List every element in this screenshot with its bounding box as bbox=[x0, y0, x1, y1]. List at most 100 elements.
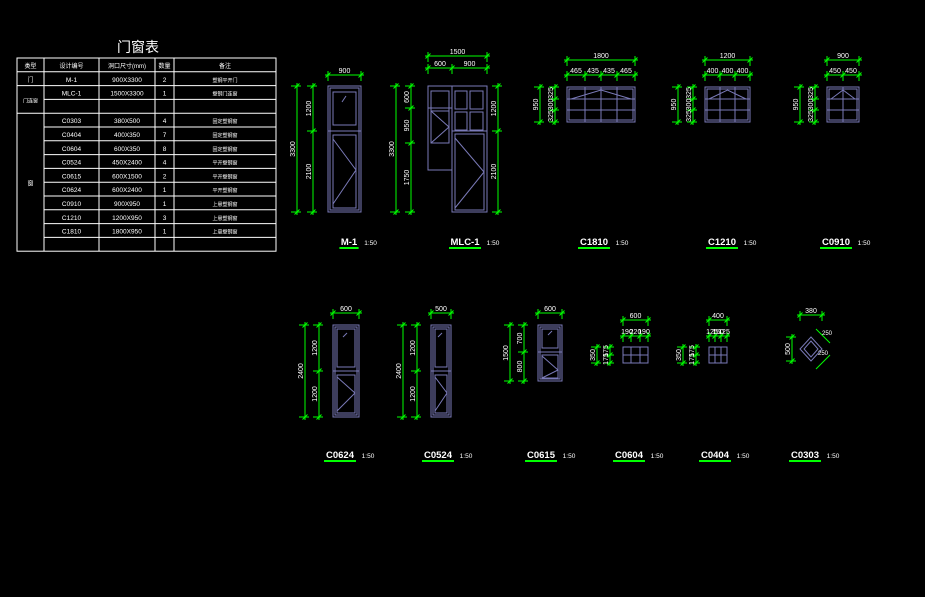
table-cell-size: 600X2400 bbox=[112, 187, 142, 194]
dim-tick bbox=[594, 360, 600, 366]
elevation-code: C0604 bbox=[615, 450, 644, 461]
dim-tick bbox=[812, 96, 818, 102]
table-cell-note: 固定塑钢窗 bbox=[212, 132, 237, 139]
dim-tick bbox=[408, 209, 414, 215]
dim-tick bbox=[393, 209, 399, 215]
dim-text: 175 bbox=[689, 345, 696, 357]
window-frame-inner bbox=[539, 326, 561, 380]
table-cell-qty: 1 bbox=[163, 201, 167, 208]
door-leaf bbox=[454, 133, 485, 211]
table-cell-size: 450X2400 bbox=[112, 160, 142, 167]
dim-tick bbox=[358, 72, 364, 78]
table-cell-note: 平开塑钢窗 bbox=[212, 173, 237, 180]
dim-tick bbox=[310, 83, 316, 89]
dim-text: 325 bbox=[686, 110, 693, 122]
dim-text: 150 bbox=[712, 329, 724, 336]
dim-tick bbox=[680, 360, 686, 366]
dim-tick bbox=[400, 322, 406, 328]
table-cell-qty: 1 bbox=[163, 229, 167, 236]
table-cell-note: 平开塑钢窗 bbox=[212, 187, 237, 194]
dim-tick bbox=[356, 310, 362, 316]
dim-tick bbox=[428, 310, 434, 316]
dim-text: 600 bbox=[630, 313, 642, 320]
dim-text: 435 bbox=[587, 68, 599, 75]
dim-text: 1500 bbox=[503, 345, 510, 361]
dim-tick bbox=[620, 333, 626, 339]
opening-symbol bbox=[430, 110, 450, 144]
dim-tick bbox=[632, 72, 638, 78]
glass-panel bbox=[332, 91, 357, 126]
dim-tick bbox=[797, 312, 803, 318]
dim-tick bbox=[495, 128, 501, 134]
table-cell-size: 900X3300 bbox=[112, 77, 142, 84]
dim-tick bbox=[732, 72, 738, 78]
glass-mark bbox=[341, 95, 347, 103]
dim-text: 300 bbox=[548, 99, 555, 111]
dim-tick bbox=[425, 65, 431, 71]
opening-symbol bbox=[332, 138, 357, 205]
dim-tick bbox=[408, 140, 414, 146]
table-cell-code: C0910 bbox=[62, 201, 82, 208]
dim-tick bbox=[414, 368, 420, 374]
elevation-code: C1810 bbox=[580, 237, 608, 248]
table-cell-qty: 7 bbox=[163, 132, 167, 139]
glass-pane bbox=[469, 111, 484, 131]
dim-tick bbox=[325, 72, 331, 78]
dim-text: 1200 bbox=[312, 340, 319, 356]
table-cell-note: 固定塑钢窗 bbox=[212, 118, 237, 125]
table-header-cell: 类型 bbox=[24, 62, 36, 70]
dim-tick bbox=[706, 317, 712, 323]
table-cell-size: 1800X950 bbox=[112, 229, 142, 236]
dim-tick bbox=[690, 96, 696, 102]
dim-tick bbox=[718, 333, 724, 339]
dim-tick bbox=[448, 310, 454, 316]
dim-tick bbox=[724, 333, 730, 339]
table-cell-size: 600X350 bbox=[114, 146, 140, 153]
dim-tick bbox=[537, 84, 543, 90]
table-cell-size: 1500X3300 bbox=[110, 91, 144, 98]
dim-tick bbox=[632, 57, 638, 63]
dim-tick bbox=[789, 358, 795, 364]
dim-tick bbox=[408, 83, 414, 89]
dim-text: 600 bbox=[434, 61, 446, 68]
dim-text: 600 bbox=[404, 91, 411, 103]
sash bbox=[434, 374, 448, 414]
dim-text: 2100 bbox=[491, 164, 498, 180]
glass-panel bbox=[541, 328, 559, 349]
sash bbox=[541, 354, 559, 379]
dim-tick bbox=[484, 53, 490, 59]
dim-text: 350 bbox=[590, 349, 597, 361]
dim-tick bbox=[552, 96, 558, 102]
window-frame bbox=[799, 336, 823, 362]
dim-tick bbox=[690, 119, 696, 125]
dim-tick bbox=[310, 209, 316, 215]
dim-text: 325 bbox=[808, 87, 815, 99]
opening-symbol bbox=[570, 89, 632, 100]
table-cell-qty: 1 bbox=[163, 91, 167, 98]
dim-text: 400 bbox=[712, 313, 724, 320]
dim-tick bbox=[449, 65, 455, 71]
opening-symbol bbox=[541, 355, 559, 379]
table-cell-code: C0604 bbox=[62, 146, 82, 153]
dim-tick bbox=[408, 105, 414, 111]
glass-mark bbox=[437, 332, 443, 338]
dim-tick bbox=[564, 57, 570, 63]
table-header-cell: 数量 bbox=[158, 62, 170, 70]
dim-text: 450 bbox=[845, 68, 857, 75]
table-cell-note: 上悬塑钢窗 bbox=[212, 215, 237, 222]
dim-tick bbox=[594, 344, 600, 350]
dim-text: 950 bbox=[671, 99, 678, 111]
dim-tick bbox=[559, 310, 565, 316]
dim-text: 500 bbox=[435, 306, 447, 313]
table-cell-qty: 8 bbox=[163, 146, 167, 153]
